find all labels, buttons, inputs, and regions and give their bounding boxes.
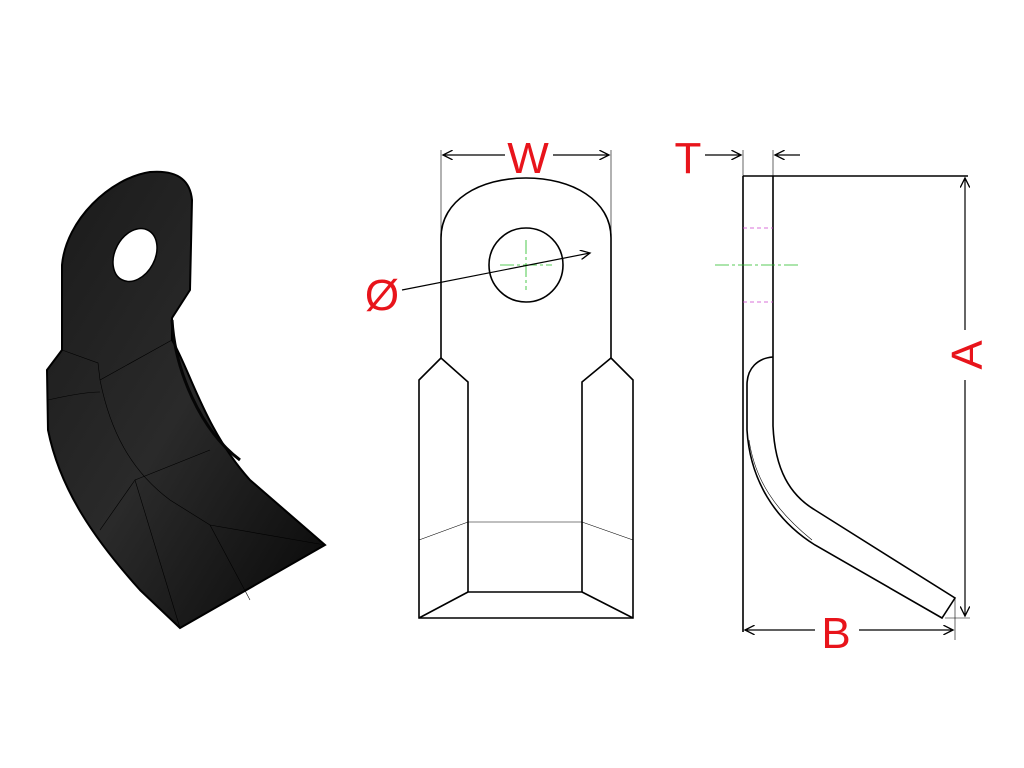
height-label: A <box>943 340 992 370</box>
width-label: W <box>507 134 549 183</box>
thickness-label: T <box>675 134 702 183</box>
offset-label: B <box>821 609 850 658</box>
front-view: W Ø <box>365 134 634 619</box>
diameter-label: Ø <box>365 271 399 320</box>
isometric-view <box>45 170 327 630</box>
side-view: T A B <box>675 134 992 658</box>
mounting-hole-3d <box>112 227 158 283</box>
mounting-hole <box>488 227 564 303</box>
